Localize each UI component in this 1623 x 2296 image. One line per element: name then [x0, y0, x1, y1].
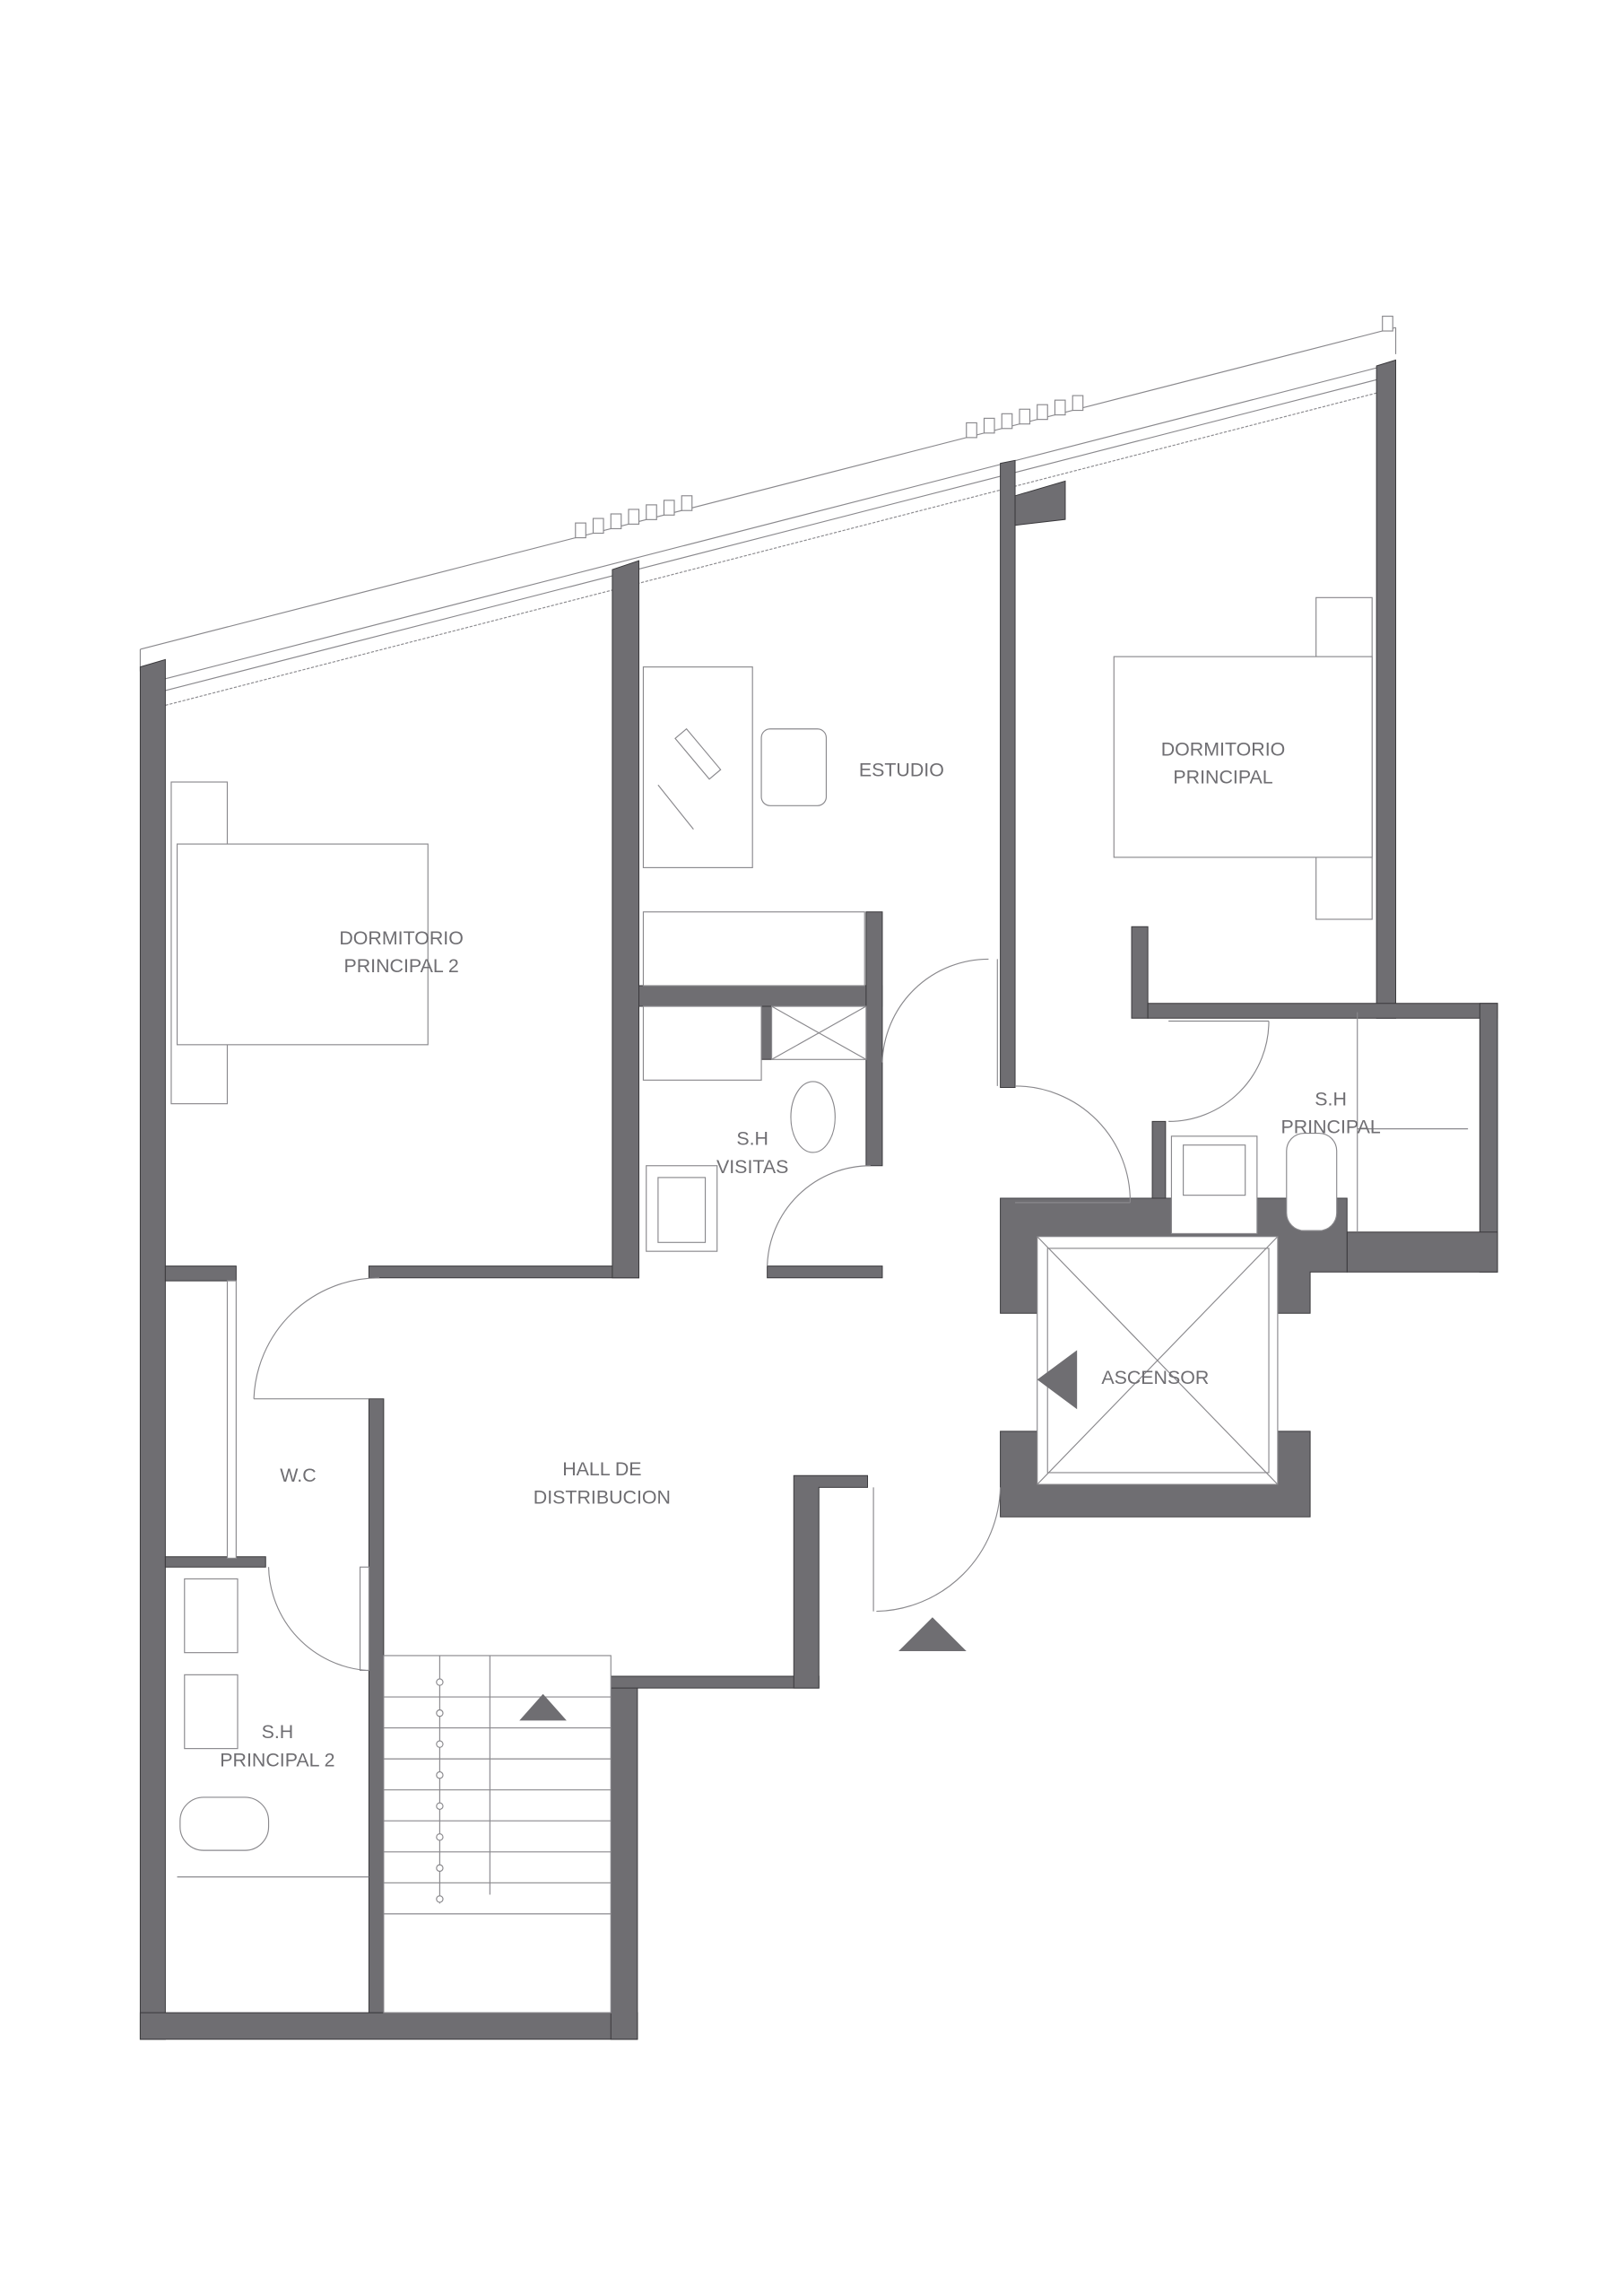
- wall: [865, 911, 883, 1167]
- stair-step-marker: [436, 1802, 444, 1810]
- bed-dormitorio-principal: [1113, 596, 1373, 920]
- wall: [612, 560, 639, 1279]
- wall: [1000, 459, 1016, 1089]
- staircase: [383, 1655, 612, 2013]
- louver: [983, 417, 995, 434]
- louver: [1019, 408, 1031, 425]
- louver: [681, 495, 693, 511]
- wall: [1376, 359, 1397, 1019]
- label-wc: W.C: [280, 1465, 316, 1486]
- elevator-arrow-icon: [1037, 1350, 1078, 1410]
- facade-window-lines: [139, 326, 1397, 706]
- entrance-arrow-icon: [898, 1617, 967, 1652]
- wall: [760, 1005, 773, 1060]
- facade-louvers: [575, 316, 1393, 539]
- wall: [1147, 1003, 1498, 1019]
- wall: [368, 1265, 639, 1279]
- sh-principal-fixtures: [1170, 1012, 1469, 1234]
- wall: [164, 1265, 237, 1282]
- desk-estudio: [642, 666, 828, 868]
- wall: [793, 1474, 869, 1689]
- louver: [663, 500, 675, 516]
- sh-visitas-fixtures: [642, 1005, 867, 1252]
- wall: [1131, 926, 1149, 1019]
- louver: [610, 513, 622, 530]
- stair-step-marker: [436, 1864, 444, 1873]
- stairs-arrow-icon: [519, 1693, 567, 1721]
- elevator-car: [1037, 1236, 1279, 1485]
- louver: [646, 504, 657, 520]
- stair-step-marker: [436, 1895, 444, 1903]
- wall: [1346, 1231, 1498, 1273]
- wall: [368, 1398, 385, 2013]
- stair-step-marker: [436, 1740, 444, 1748]
- louver: [575, 522, 586, 539]
- louver: [1382, 316, 1393, 332]
- wall: [610, 1675, 638, 2040]
- louver: [1054, 399, 1066, 416]
- wall: [1014, 480, 1066, 526]
- stair-step-marker: [436, 1709, 444, 1718]
- bed-dormitorio-principal-2: [170, 781, 429, 1105]
- wall: [767, 1265, 883, 1279]
- louver: [1072, 395, 1084, 412]
- louver: [1037, 404, 1048, 421]
- wall: [638, 985, 883, 1007]
- sh-principal-2-fixtures: [177, 1578, 369, 1878]
- wardrobe-estudio: [642, 911, 865, 987]
- louver: [1001, 413, 1013, 430]
- label-ascensor: ASCENSOR: [1101, 1367, 1209, 1388]
- wall: [1151, 1120, 1167, 1199]
- wall: [164, 1556, 266, 1568]
- stair-step-marker: [436, 1833, 444, 1841]
- wall: [139, 658, 166, 2040]
- louver: [966, 422, 977, 439]
- stair-step-marker: [436, 1771, 444, 1779]
- wall: [139, 2012, 638, 2040]
- louver: [628, 509, 640, 525]
- stair-step-marker: [436, 1678, 444, 1686]
- louver: [592, 517, 604, 535]
- doors: [253, 958, 1270, 1671]
- label-estudio: ESTUDIO: [859, 759, 944, 780]
